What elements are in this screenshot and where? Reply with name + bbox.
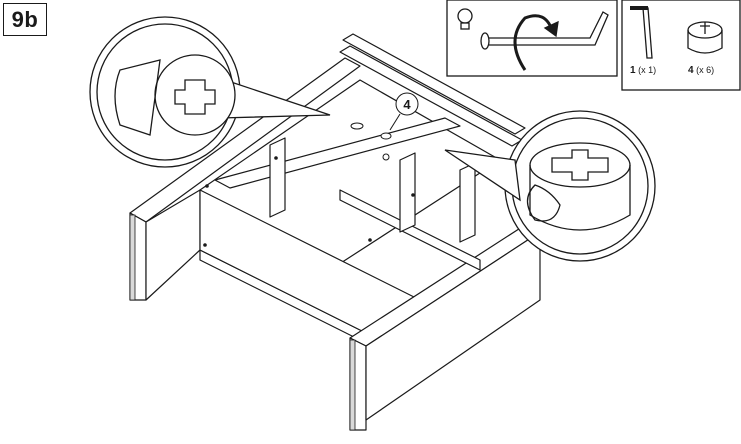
vertical-divider-left xyxy=(269,137,286,218)
cam-lock-installed xyxy=(380,132,392,140)
cam-lock-hook-right xyxy=(526,184,561,222)
hole xyxy=(368,238,372,242)
cross-slot-right xyxy=(551,149,609,181)
parts-box xyxy=(621,0,741,91)
cam-lock-part-body xyxy=(687,30,723,54)
cam-lock-body-right xyxy=(529,165,631,231)
right-panel-face xyxy=(365,231,541,421)
part-number: 1 xyxy=(630,65,636,76)
hole xyxy=(411,193,415,197)
step-label: 9b xyxy=(3,3,47,36)
allen-key-tip xyxy=(480,32,490,50)
hole xyxy=(274,156,278,160)
zoom-pointer-right xyxy=(444,149,521,202)
lightbulb-icon xyxy=(457,8,473,24)
cam-lock-face-left xyxy=(154,54,236,136)
cam-lock-small xyxy=(382,153,390,161)
cross-slot-left xyxy=(174,79,216,115)
part-number: 4 xyxy=(688,65,694,76)
vertical-divider-right xyxy=(399,152,416,233)
callout-part-number: 4 xyxy=(403,96,411,112)
vertical-divider-far xyxy=(459,162,476,243)
lightbulb-base xyxy=(460,22,470,30)
hole xyxy=(203,243,207,247)
hole xyxy=(205,184,209,188)
cam-lock-part-cross xyxy=(700,22,710,34)
left-panel-edge xyxy=(129,214,136,301)
part-1-qty: 1 (x 1) xyxy=(630,65,656,76)
part-quantity: (x 6) xyxy=(696,65,715,75)
vertical-divider-center xyxy=(339,189,481,271)
right-panel-edge xyxy=(349,339,356,431)
part-4-qty: 4 (x 6) xyxy=(688,65,714,76)
part-quantity: (x 1) xyxy=(638,65,657,75)
cam-lock-side-left xyxy=(114,59,161,136)
callout-leader xyxy=(389,113,401,131)
rotate-arrowhead xyxy=(543,20,559,38)
back-rail xyxy=(342,33,526,135)
cam-lock-hole xyxy=(350,122,364,130)
rotate-arrow xyxy=(513,14,554,71)
callout-circle xyxy=(395,92,419,116)
